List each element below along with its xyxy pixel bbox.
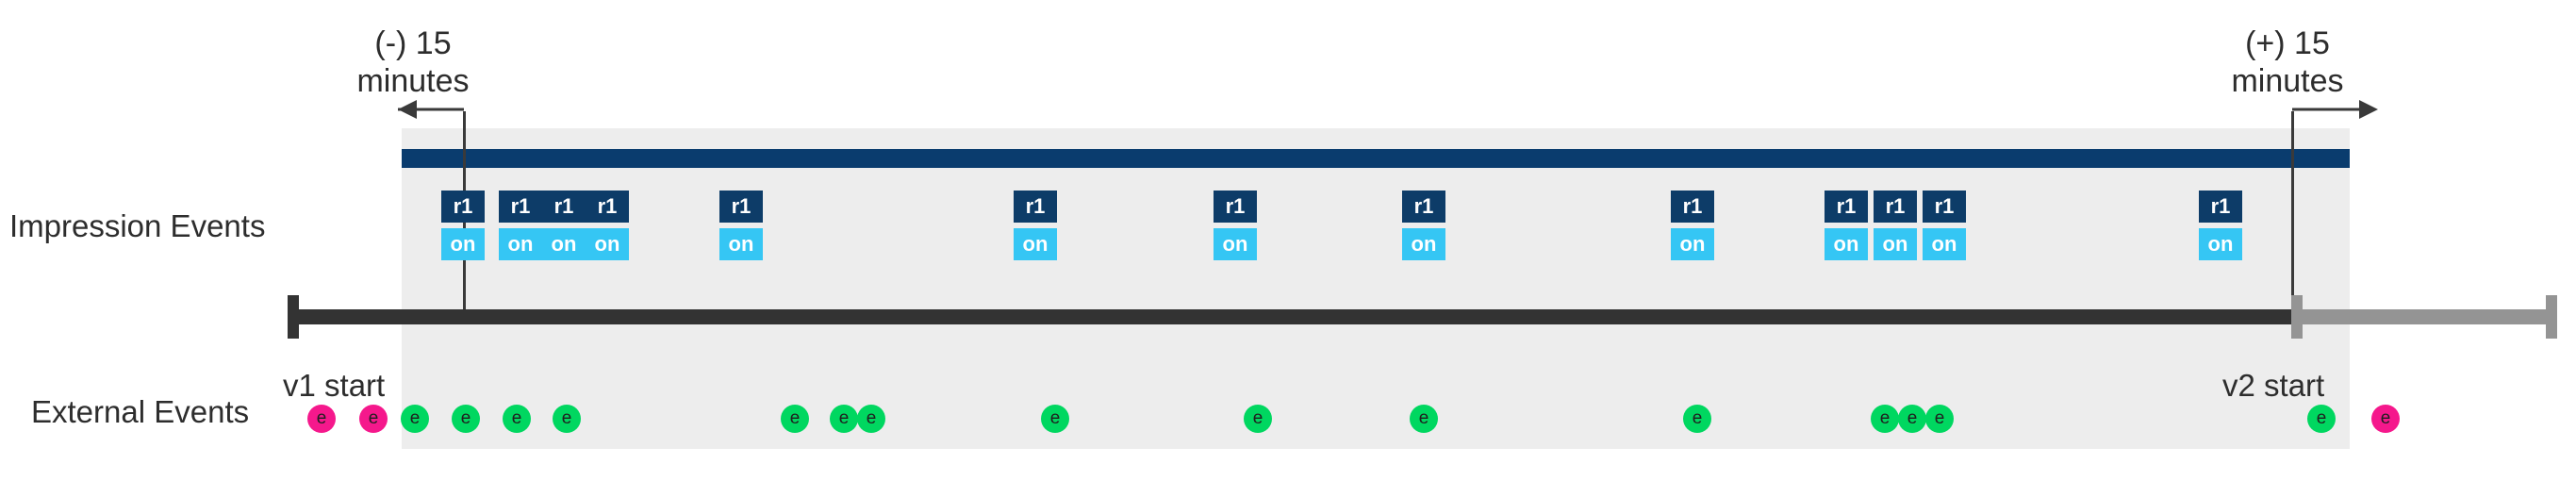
guide-line-plus-15 <box>2291 111 2294 321</box>
badge-r1-label: r1 <box>499 191 542 223</box>
impression-event-badge[interactable]: r1 on <box>1214 191 1257 260</box>
badge-r1-label: r1 <box>441 191 485 223</box>
external-event-dot-inside-window[interactable]: e <box>401 405 429 433</box>
callout-minus-15-line2: minutes <box>356 63 470 100</box>
external-event-dot-outside-window[interactable]: e <box>359 405 388 433</box>
marker-v1-start: v1 start <box>283 368 386 403</box>
external-event-dot-inside-window[interactable]: e <box>2307 405 2336 433</box>
badge-on-label: on <box>1874 228 1917 260</box>
arrow-left-icon <box>398 100 464 119</box>
callout-minus-15-line1: (-) 15 <box>374 25 452 61</box>
external-event-dot-inside-window[interactable]: e <box>1925 405 1954 433</box>
badge-r1-label: r1 <box>586 191 629 223</box>
impression-event-badge[interactable]: r1 on <box>1671 191 1714 260</box>
external-event-dot-inside-window[interactable]: e <box>452 405 480 433</box>
impression-event-badge[interactable]: r1 on <box>542 191 586 260</box>
badge-on-label: on <box>1214 228 1257 260</box>
arrow-right-icon <box>2292 100 2378 119</box>
impression-event-badge[interactable]: r1 on <box>1874 191 1917 260</box>
badge-on-label: on <box>441 228 485 260</box>
badge-on-label: on <box>2199 228 2242 260</box>
external-event-dot-inside-window[interactable]: e <box>1244 405 1272 433</box>
timeline-bar-v2 <box>2291 309 2557 324</box>
timeline-bar-v1 <box>288 309 2291 324</box>
badge-r1-label: r1 <box>1671 191 1714 223</box>
badge-on-label: on <box>719 228 763 260</box>
badge-r1-label: r1 <box>1402 191 1445 223</box>
row-label-impression-events: Impression Events <box>9 208 266 243</box>
impression-event-badge[interactable]: r1 on <box>1825 191 1868 260</box>
badge-on-label: on <box>1671 228 1714 260</box>
external-event-dot-inside-window[interactable]: e <box>857 405 885 433</box>
badge-on-label: on <box>542 228 586 260</box>
bar-cap-v2-end <box>2546 295 2557 339</box>
external-event-dot-inside-window[interactable]: e <box>781 405 809 433</box>
impression-event-badge[interactable]: r1 on <box>586 191 629 260</box>
callout-plus-15: (+) 15 minutes <box>2193 25 2382 100</box>
badge-on-label: on <box>1825 228 1868 260</box>
badge-on-label: on <box>586 228 629 260</box>
row-label-external-events: External Events <box>31 394 250 429</box>
external-event-dot-inside-window[interactable]: e <box>1871 405 1899 433</box>
external-event-dot-inside-window[interactable]: e <box>1410 405 1438 433</box>
badge-on-label: on <box>1402 228 1445 260</box>
badge-r1-label: r1 <box>719 191 763 223</box>
external-event-dot-inside-window[interactable]: e <box>1683 405 1711 433</box>
impression-event-badge[interactable]: r1 on <box>1402 191 1445 260</box>
badge-r1-label: r1 <box>1825 191 1868 223</box>
attribution-window-band <box>402 128 2350 449</box>
external-event-dot-outside-window[interactable]: e <box>307 405 336 433</box>
external-event-dot-inside-window[interactable]: e <box>1898 405 1926 433</box>
badge-on-label: on <box>499 228 542 260</box>
impression-event-badge[interactable]: r1 on <box>719 191 763 260</box>
marker-v2-start: v2 start <box>2222 368 2325 403</box>
external-event-dot-outside-window[interactable]: e <box>2371 405 2400 433</box>
impression-event-badge[interactable]: r1 on <box>2199 191 2242 260</box>
badge-r1-label: r1 <box>1214 191 1257 223</box>
callout-plus-15-line2: minutes <box>2231 63 2344 100</box>
external-event-dot-inside-window[interactable]: e <box>830 405 858 433</box>
badge-on-label: on <box>1014 228 1057 260</box>
external-event-dot-inside-window[interactable]: e <box>503 405 531 433</box>
external-event-dot-inside-window[interactable]: e <box>1041 405 1069 433</box>
badge-r1-label: r1 <box>1014 191 1057 223</box>
callout-plus-15-line1: (+) 15 <box>2245 25 2330 61</box>
impression-event-badge[interactable]: r1 on <box>1923 191 1966 260</box>
external-event-dot-inside-window[interactable]: e <box>553 405 581 433</box>
impression-event-badge[interactable]: r1 on <box>499 191 542 260</box>
impression-event-badge[interactable]: r1 on <box>441 191 485 260</box>
badge-r1-label: r1 <box>542 191 586 223</box>
navy-rail <box>402 149 2350 168</box>
badge-on-label: on <box>1923 228 1966 260</box>
badge-r1-label: r1 <box>1874 191 1917 223</box>
badge-r1-label: r1 <box>2199 191 2242 223</box>
badge-r1-label: r1 <box>1923 191 1966 223</box>
impression-event-badge[interactable]: r1 on <box>1014 191 1057 260</box>
callout-minus-15: (-) 15 minutes <box>319 25 507 100</box>
